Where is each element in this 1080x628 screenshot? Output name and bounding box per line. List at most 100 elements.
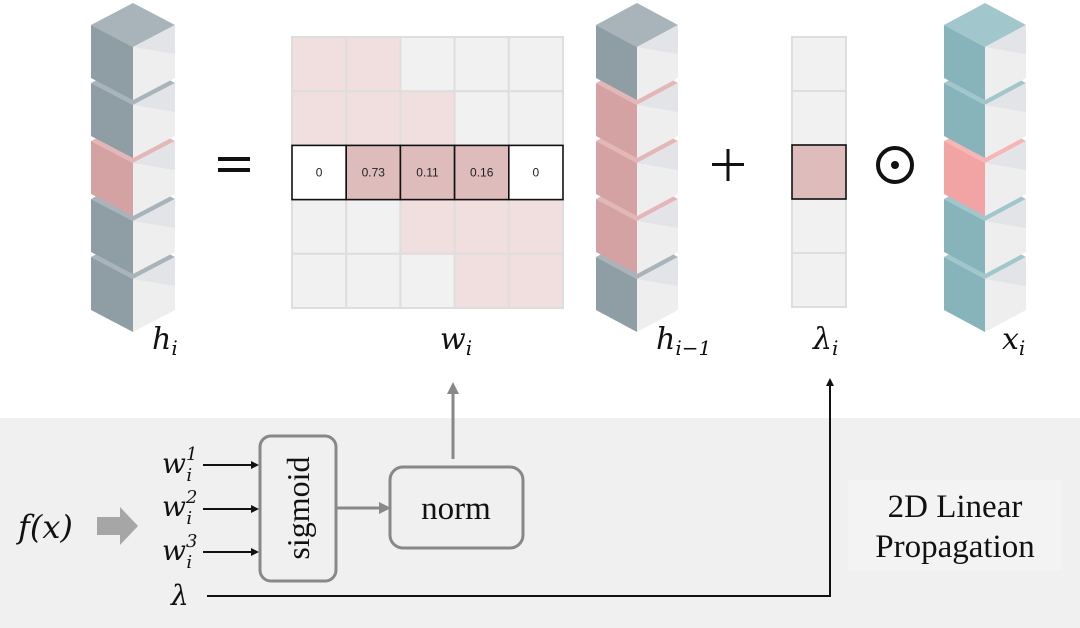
matrix-cell-value: 0	[533, 166, 540, 180]
matrix-cell-tinted	[291, 90, 348, 147]
label-sup: 3	[186, 531, 197, 552]
cube-right-face-shade	[985, 199, 1026, 229]
matrix-cell-value: 0.16	[470, 166, 494, 180]
matrix-cell-plain	[291, 252, 348, 310]
plus-vertical	[726, 149, 730, 181]
matrix-cell-tinted	[507, 252, 564, 310]
matrix-cell-tinted	[453, 252, 510, 310]
label-main: w	[162, 490, 186, 523]
label-h-i-minus-1: hi−1	[656, 322, 711, 360]
matrix-cell-plain	[453, 36, 510, 93]
module-title-line-2: Propagation	[875, 529, 1034, 565]
matrix-cell-tinted	[453, 198, 510, 255]
sigmoid-label: sigmoid	[280, 456, 316, 559]
hidden-state-column	[91, 3, 175, 332]
equals-operator	[218, 157, 250, 172]
sigmoid-box	[258, 434, 338, 583]
matrix-cell-plain	[345, 252, 402, 310]
matrix-cell-plain	[453, 90, 510, 147]
cube-left-face	[91, 25, 133, 100]
lambda-cell	[791, 198, 847, 254]
cube-left-face	[596, 83, 637, 158]
lambda-input-label: λ	[170, 579, 189, 612]
equals-bar-top	[218, 157, 250, 161]
previous-hidden-state-column	[596, 3, 678, 332]
label-sub: i	[171, 336, 177, 360]
cube-right-face-shade	[133, 199, 175, 229]
matrix-cell-tinted	[399, 90, 456, 147]
cube-highlighted	[596, 61, 678, 158]
matrix-cell-tinted	[507, 198, 564, 255]
arrow-lambda-to-lambda-i	[207, 378, 834, 597]
cube-left-face	[91, 199, 133, 274]
cube-left-face	[596, 141, 637, 216]
label-sub: i	[186, 465, 192, 486]
module-title-line-1: 2D Linear	[888, 489, 1023, 525]
cube-right-face-shade	[985, 25, 1026, 55]
module-title-text-1: 2D Linear	[888, 489, 1023, 525]
label-main: w	[162, 447, 186, 480]
label-sub: i	[466, 336, 472, 360]
sigmoid-text: sigmoid	[280, 456, 316, 559]
input-function-text: f(x)	[16, 508, 73, 546]
matrix-cell-tinted	[345, 36, 402, 93]
cube-left-face	[91, 83, 133, 158]
label-sub: i	[1019, 336, 1025, 360]
cube-left-face	[944, 25, 985, 100]
matrix-active-cell	[453, 144, 510, 201]
matrix-cell-plain	[507, 36, 564, 93]
lambda-cell	[791, 252, 847, 308]
label-sup: 2	[185, 487, 197, 508]
cube	[91, 3, 175, 100]
lambda-cell	[791, 90, 847, 146]
matrix-cell-value: 0	[316, 166, 323, 180]
label-main: h	[152, 322, 171, 357]
cube-left-face	[944, 141, 985, 216]
cube	[91, 61, 175, 158]
cube-left-face	[944, 257, 985, 332]
cube-left-face	[596, 25, 637, 100]
cube-left-face	[944, 199, 985, 274]
lambda-active-cell	[791, 144, 847, 200]
cube-right-face-shade	[133, 83, 175, 113]
module-title-box	[848, 480, 1062, 570]
label-main: λ	[812, 322, 832, 357]
cube-right-face-shade	[985, 141, 1026, 171]
norm-box	[388, 465, 525, 550]
label-w-i: wi	[440, 322, 472, 360]
cube-right-face-shade	[637, 25, 678, 55]
cube	[596, 3, 678, 100]
label-main: h	[656, 322, 675, 357]
matrix-cell-plain	[507, 90, 564, 147]
cube	[944, 3, 1026, 100]
matrix-cell-plain	[399, 36, 456, 93]
module-title-text-2: Propagation	[875, 529, 1034, 565]
input-function-label: f(x)	[16, 508, 73, 546]
matrix-cell-tinted	[291, 36, 348, 93]
matrix-cell-plain	[291, 198, 348, 255]
lambda-vector	[791, 36, 847, 308]
matrix-cell-plain	[399, 252, 456, 310]
matrix-active-cell	[291, 144, 348, 201]
lambda-cell	[791, 36, 847, 92]
label-lambda-i: λi	[812, 322, 838, 360]
cube-right-face-shade	[985, 83, 1026, 113]
label-x-i: xi	[1002, 322, 1025, 360]
norm-label: norm	[421, 491, 491, 527]
matrix-cell-plain	[345, 198, 402, 255]
cube-right-face-shade	[985, 257, 1026, 287]
input-feature-column	[944, 3, 1026, 332]
cube-left-face	[944, 83, 985, 158]
lambda-input-text: λ	[170, 579, 189, 612]
matrix-cell-value: 0.11	[416, 166, 439, 180]
label-h-i: hi	[152, 322, 178, 360]
hadamard-circle	[876, 146, 914, 184]
cube-right-face-shade	[133, 257, 175, 287]
cube-left-face	[91, 141, 133, 216]
cube-right-face-shade	[133, 25, 175, 55]
